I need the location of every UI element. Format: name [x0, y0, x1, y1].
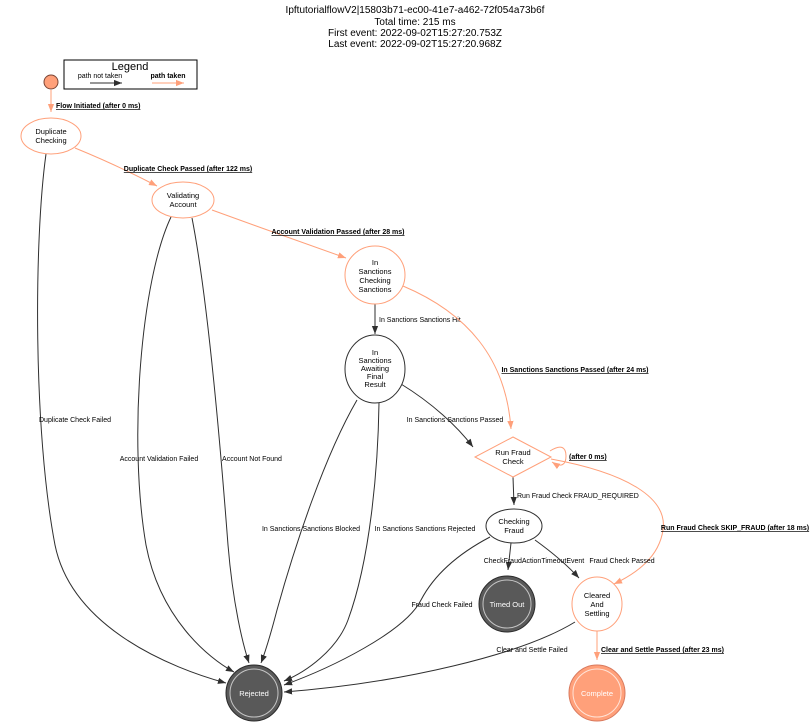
edge-label-account-validation-passed: Account Validation Passed (after 28 ms) — [271, 229, 404, 236]
edge-fraud-check-failed — [283, 536, 491, 686]
start-dot-icon — [43, 74, 59, 90]
node-label: Complete — [581, 689, 613, 698]
edge-account-not-found — [191, 217, 250, 664]
edge-label-clear-settle-passed: Clear and Settle Passed (after 23 ms) — [601, 647, 724, 654]
node-timed-out: Timed Out — [478, 575, 536, 633]
legend-taken-label: path taken — [150, 73, 185, 80]
last-event-text: Last event: 2022-09-02T15:27:20.968Z — [328, 39, 501, 50]
edge-label-duplicate-check-failed: Duplicate Check Failed — [39, 417, 111, 424]
node-label: Settling — [584, 609, 609, 618]
node-label: And — [590, 600, 603, 609]
edge-sanctions-rejected — [283, 402, 380, 682]
nodes: Duplicate Checking Validating Account In… — [20, 74, 626, 722]
legend-border — [63, 59, 198, 90]
diagram-header: IpftutorialflowV2|15803b71-ec00-41e7-a46… — [286, 5, 545, 50]
legend-title: Legend — [112, 61, 149, 73]
edge-label-sanctions-passed: In Sanctions Sanctions Passed — [407, 417, 504, 424]
node-label: Final — [367, 372, 384, 381]
node-label: Checking — [35, 136, 66, 145]
node-label: Checking — [359, 276, 390, 285]
edge-sanctions-blocked — [260, 399, 358, 664]
edge-label-sanctions-rejected: In Sanctions Sanctions Rejected — [375, 526, 476, 533]
node-checking-fraud: Checking Fraud — [485, 508, 543, 544]
edge-account-validation-passed — [211, 209, 347, 259]
node-label: Check — [502, 457, 524, 466]
node-label: Awaiting — [361, 364, 389, 373]
flow-id-title: IpftutorialflowV2|15803b71-ec00-41e7-a46… — [286, 5, 545, 16]
first-event-text: First event: 2022-09-02T15:27:20.753Z — [328, 28, 502, 39]
node-in-sanctions-checking-sanctions: In Sanctions Checking Sanctions — [344, 245, 406, 305]
edge-account-validation-failed — [137, 216, 235, 673]
node-label: Cleared — [584, 591, 610, 600]
node-label: Timed Out — [490, 600, 526, 609]
edge-label-clear-settle-failed: Clear and Settle Failed — [496, 647, 567, 654]
node-label: Duplicate — [35, 127, 66, 136]
edge-label-sanctions-blocked: In Sanctions Sanctions Blocked — [262, 526, 360, 533]
node-start — [43, 74, 59, 90]
edge-label-fraud-check-passed: Fraud Check Passed — [589, 558, 654, 565]
node-label: Sanctions — [359, 356, 392, 365]
edge-skip-fraud — [550, 458, 664, 585]
edge-label-account-not-found: Account Not Found — [222, 456, 282, 463]
edge-clear-settle-failed — [283, 621, 576, 695]
legend-not-taken-label: path not taken — [78, 73, 122, 80]
edge-label-account-validation-failed: Account Validation Failed — [120, 456, 199, 463]
node-label: In — [372, 348, 378, 357]
edge-duplicate-check-passed — [74, 147, 158, 187]
edge-label-duplicate-check-passed: Duplicate Check Passed (after 122 ms) — [124, 166, 252, 173]
edge-fraud-check-passed — [534, 539, 580, 579]
decision-diamond — [473, 436, 553, 478]
node-label: Run Fraud — [495, 448, 530, 457]
node-in-sanctions-awaiting-final-result: In Sanctions Awaiting Final Result — [344, 334, 406, 404]
edge-label-fraud-required: Run Fraud Check FRAUD_REQUIRED — [517, 493, 639, 500]
node-label: In — [372, 258, 378, 267]
legend: Legend path not taken path taken — [63, 59, 198, 90]
node-label: Checking — [498, 517, 529, 526]
edge-label-sanctions-hit: In Sanctions Sanctions Hit — [379, 317, 461, 324]
edge-label-skip-fraud: Run Fraud Check SKIP_FRAUD (after 18 ms) — [661, 525, 809, 532]
node-label: Sanctions — [359, 267, 392, 276]
edge-label-timeout-event: CheckFraudActionTimeoutEvent — [484, 558, 585, 565]
node-validating-account: Validating Account — [151, 181, 215, 219]
node-rejected: Rejected — [225, 664, 283, 722]
edge-label-flow-initiated: Flow Initiated (after 0 ms) — [56, 103, 140, 110]
node-label: Result — [364, 380, 386, 389]
edge-duplicate-check-failed — [37, 153, 227, 684]
edge-timeout-event — [505, 542, 513, 571]
node-cleared-and-settling: Cleared And Settling — [571, 576, 623, 632]
edge-sanctions-passed — [400, 383, 474, 448]
edge-run-fraud-check-loop — [549, 446, 567, 470]
total-time-text: Total time: 215 ms — [374, 17, 455, 28]
edge-label-sanctions-passed-taken: In Sanctions Sanctions Passed (after 24 … — [501, 367, 648, 374]
node-label: Rejected — [239, 689, 269, 698]
node-duplicate-checking: Duplicate Checking — [20, 117, 82, 155]
node-label: Fraud — [504, 526, 524, 535]
edge-label-fraud-check-failed: Fraud Check Failed — [411, 602, 472, 609]
node-run-fraud-check: Run Fraud Check — [473, 436, 553, 478]
node-label: Validating — [167, 191, 199, 200]
node-label: Account — [169, 200, 197, 209]
edge-sanctions-passed-taken — [402, 285, 514, 430]
edge-fraud-required — [510, 476, 517, 506]
edge-label-run-fraud-check-loop: (after 0 ms) — [569, 454, 607, 461]
edges: Flow Initiated (after 0 ms) Duplicate Ch… — [37, 90, 809, 695]
node-label: Sanctions — [359, 285, 392, 294]
node-complete: Complete — [568, 664, 626, 722]
